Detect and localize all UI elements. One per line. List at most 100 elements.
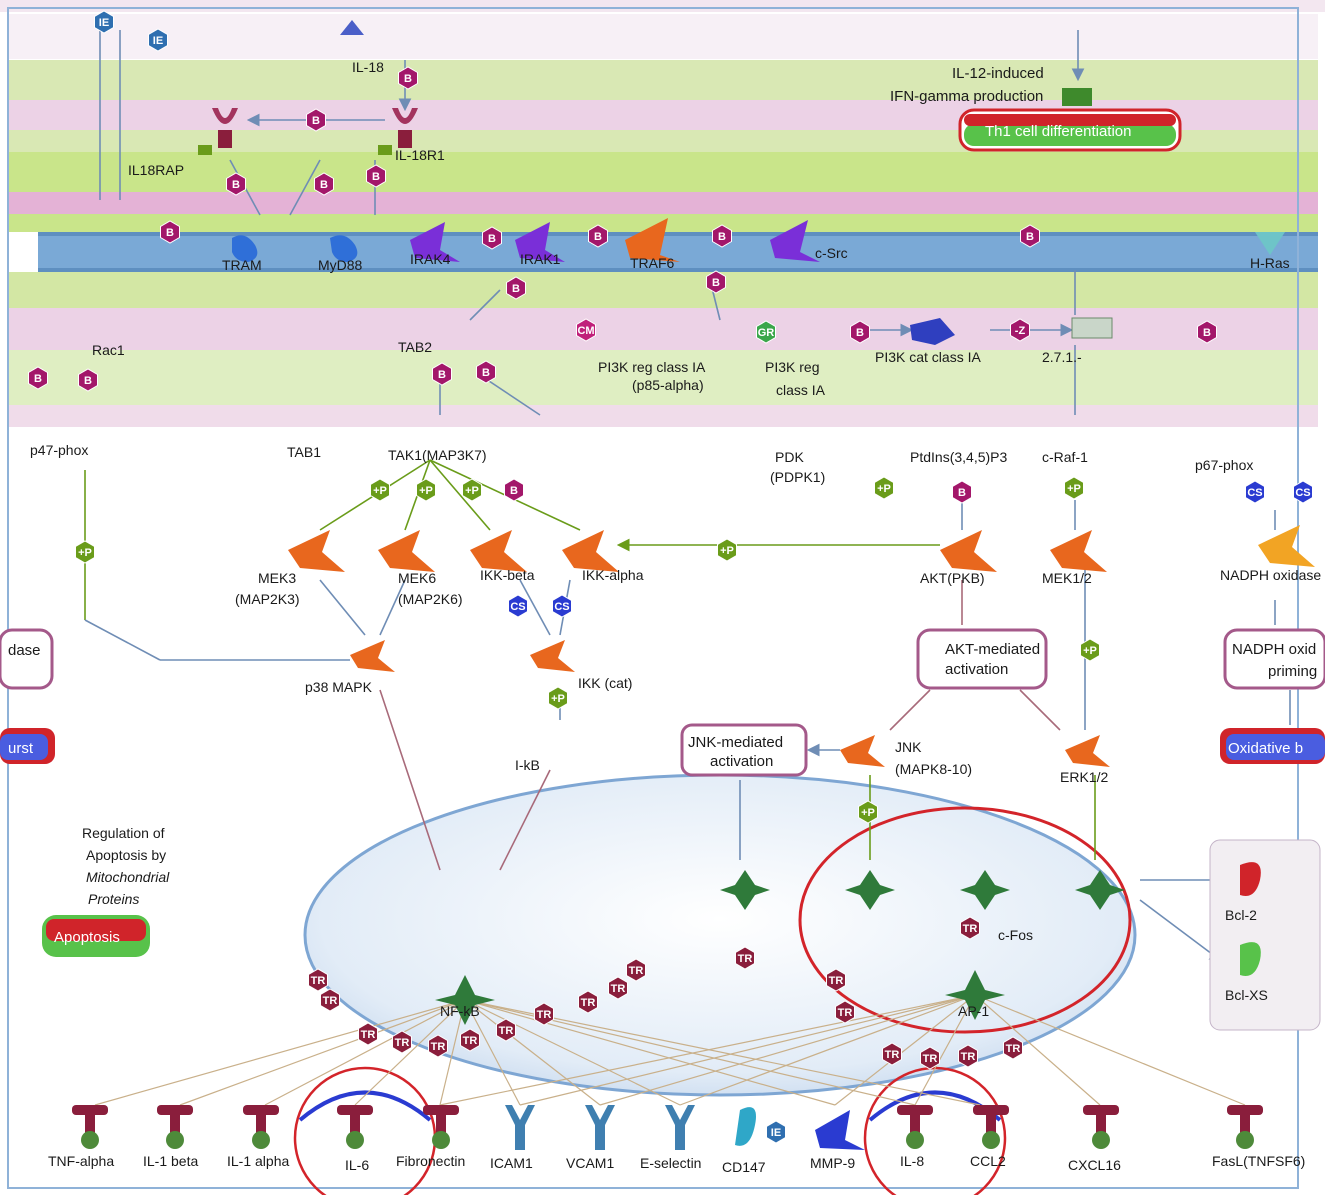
badge-cs (1245, 480, 1265, 504)
label-fasl: FasL(TNFSF6) (1212, 1153, 1305, 1169)
label-pi3k-cat: PI3K cat class IA (875, 349, 981, 365)
process-boxes (0, 88, 1325, 957)
badge-cs-label: CS (1295, 487, 1310, 499)
badge-tr (392, 1030, 412, 1054)
label-rac1: Rac1 (92, 342, 125, 358)
badge-tr (534, 1002, 554, 1026)
badge-tr (460, 1028, 480, 1052)
badge-b (1197, 320, 1217, 344)
badge-tr-label: TR (961, 1051, 976, 1063)
label-eselectin: E-selectin (640, 1155, 701, 1171)
label-mek12: MEK1/2 (1042, 570, 1092, 586)
badge-p (548, 686, 568, 710)
reg-apoptosis-2: Apoptosis by (86, 847, 166, 863)
label-tab2: TAB2 (398, 339, 432, 355)
label-cxcl16: CXCL16 (1068, 1157, 1121, 1173)
transcription-edges (94, 994, 1246, 1106)
badge-tr-label: TR (311, 975, 326, 987)
transcription-factors (435, 870, 1125, 1025)
bcl-proteins (1209, 839, 1321, 1031)
badge-ie (766, 1120, 786, 1144)
badge-tr-label: TR (431, 1041, 446, 1053)
label-pdk: PDK (775, 449, 804, 465)
badge-p-label: +P (861, 807, 875, 819)
badge-b (306, 108, 326, 132)
badge-gr (756, 320, 776, 344)
burst-left-label: urst (8, 740, 34, 757)
label-il1a: IL-1 alpha (227, 1153, 289, 1169)
label-p67phox: p67-phox (1195, 457, 1253, 473)
jnk-activation-1: JNK-mediated (688, 734, 783, 751)
badge-p (370, 478, 390, 502)
badge-p-label: +P (419, 485, 433, 497)
badge-p-label: +P (877, 483, 891, 495)
badge-tr (320, 988, 340, 1012)
badge-p (1080, 638, 1100, 662)
badge-b-label: B (312, 115, 320, 127)
badge-p (858, 800, 878, 824)
badge-b-label: B (372, 171, 380, 183)
badge-tr-label: TR (499, 1025, 514, 1037)
badge-b (160, 220, 180, 244)
badge-cm (576, 318, 596, 342)
badge-ie-label: IE (153, 35, 163, 47)
background-bands (0, 0, 1325, 427)
badge-b (1020, 224, 1040, 248)
label-nadph-ox: NADPH oxidase (1220, 567, 1321, 583)
badge-cs (508, 594, 528, 618)
badge-cs (552, 594, 572, 618)
label-tab1: TAB1 (287, 444, 321, 460)
label-tram: TRAM (222, 257, 262, 273)
badge-z-label: -Z (1015, 325, 1026, 337)
badge-p-label: +P (373, 485, 387, 497)
label-hras: H-Ras (1250, 255, 1290, 271)
label-mmp9: MMP-9 (810, 1155, 855, 1171)
badge-tr-label: TR (395, 1037, 410, 1049)
badge-b-label: B (1203, 327, 1211, 339)
badge-b (78, 368, 98, 392)
badge-cs-label: CS (554, 601, 569, 613)
badge-ie (94, 10, 114, 34)
badge-tr (835, 1000, 855, 1024)
label-myd88: MyD88 (318, 257, 363, 273)
label-mek3-b: (MAP2K3) (235, 591, 300, 607)
process-labels: IL-12-induced IFN-gamma production Th1 c… (8, 65, 1317, 946)
badge-b (504, 478, 524, 502)
badge-tr-label: TR (537, 1009, 552, 1021)
blue-arc-il6 (298, 1090, 432, 1122)
badge-b (398, 66, 418, 90)
badge-cs-label: CS (510, 601, 525, 613)
protein-labels: IL-18 IL18RAP IL-18R1 TRAM MyD88 IRAK4 I… (30, 59, 1321, 1175)
badge-tr (958, 1044, 978, 1068)
label-ikka: IKK-alpha (582, 567, 644, 583)
th1-label: Th1 cell differentiation (985, 123, 1131, 140)
badge-tr (826, 968, 846, 992)
dase-left-label: dase (8, 642, 41, 659)
jnk-activation-2: activation (710, 753, 773, 770)
badge-b-label: B (482, 367, 490, 379)
label-il1b: IL-1 beta (143, 1153, 198, 1169)
badge-p (1064, 476, 1084, 500)
badge-b (952, 480, 972, 504)
badge-p-label: +P (1083, 645, 1097, 657)
badge-tr-label: TR (829, 975, 844, 987)
label-tnfa: TNF-alpha (48, 1153, 114, 1169)
badge-b (314, 172, 334, 196)
badge-tr (578, 990, 598, 1014)
reg-apoptosis-4: Proteins (88, 891, 139, 907)
badge-b-label: B (856, 327, 864, 339)
badge-tr-label: TR (463, 1035, 478, 1047)
badge-b (506, 276, 526, 300)
label-pdk-2: (PDPK1) (770, 469, 825, 485)
badge-b-label: B (958, 487, 966, 499)
badge-tr (960, 916, 980, 940)
badge-b (366, 164, 386, 188)
akt-activation-1: AKT-mediated (945, 641, 1040, 658)
badge-z (1010, 318, 1030, 342)
badge-tr-label: TR (885, 1049, 900, 1061)
badge-b (226, 172, 246, 196)
secreted-products (72, 1105, 1263, 1150)
badge-p (717, 538, 737, 562)
